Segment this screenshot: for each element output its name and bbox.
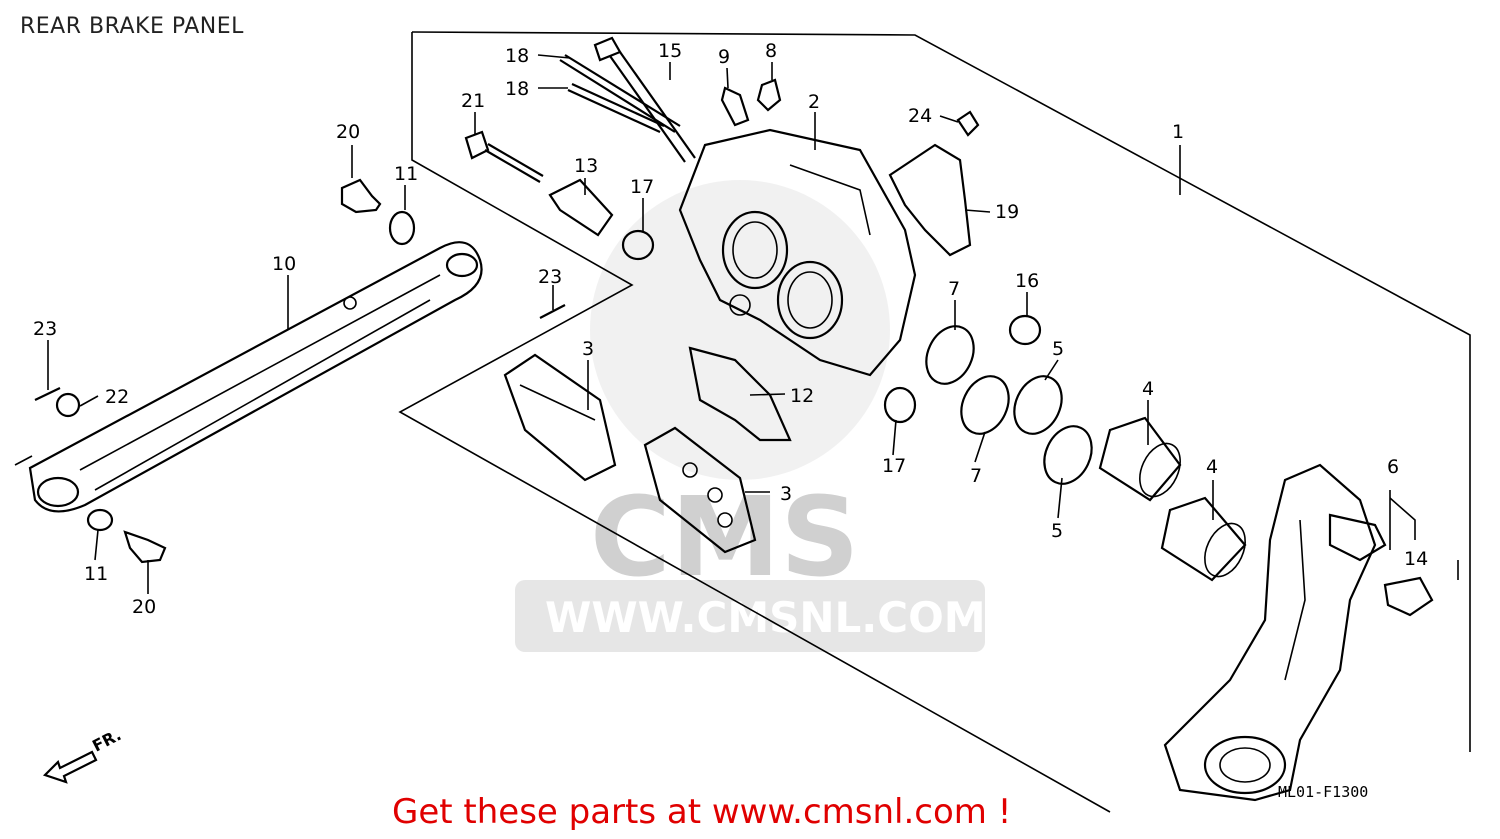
label-part-15: 15 bbox=[658, 40, 682, 62]
buy-parts-link[interactable]: Get these parts at www.cmsnl.com ! bbox=[392, 792, 1012, 832]
label-part-8: 8 bbox=[765, 40, 777, 62]
bolts-and-collars bbox=[86, 178, 416, 564]
label-part-2: 2 bbox=[808, 91, 820, 113]
sleeve-and-boots bbox=[548, 178, 1042, 424]
seals-and-pistons bbox=[925, 325, 1247, 582]
label-part-20a: 20 bbox=[336, 121, 360, 143]
label-part-6: 6 bbox=[1387, 456, 1399, 478]
pins-and-bolts bbox=[464, 36, 696, 183]
brake-pads-part bbox=[503, 346, 792, 554]
label-part-18a: 18 bbox=[505, 45, 529, 67]
watermark: CMS WWW.CMSNL.COM bbox=[515, 180, 986, 652]
pad-retainer-plate bbox=[888, 143, 972, 257]
watermark-brand: CMS bbox=[590, 473, 859, 601]
caliper-body-part bbox=[678, 128, 917, 377]
label-part-13: 13 bbox=[574, 155, 598, 177]
label-part-24: 24 bbox=[908, 105, 932, 127]
label-part-9: 9 bbox=[718, 46, 730, 68]
label-part-12: 12 bbox=[790, 385, 814, 407]
label-part-5b: 5 bbox=[1051, 520, 1063, 542]
drawing-code: ML01-F1300 bbox=[1278, 783, 1368, 801]
label-part-21: 21 bbox=[461, 90, 485, 112]
label-part-3a: 3 bbox=[582, 338, 594, 360]
label-part-14: 14 bbox=[1404, 548, 1428, 570]
label-part-7a: 7 bbox=[948, 278, 960, 300]
label-part-18b: 18 bbox=[505, 78, 529, 100]
label-part-10: 10 bbox=[272, 253, 296, 275]
label-part-17b: 17 bbox=[882, 455, 906, 477]
brake-panel-part bbox=[1163, 463, 1434, 802]
label-part-20b: 20 bbox=[132, 596, 156, 618]
label-part-4b: 4 bbox=[1206, 456, 1218, 478]
cotter-pins-and-collar bbox=[34, 304, 566, 418]
label-part-19: 19 bbox=[995, 201, 1019, 223]
bleeder-and-pin-clip bbox=[720, 78, 980, 137]
label-part-23b: 23 bbox=[33, 318, 57, 340]
page-title: REAR BRAKE PANEL bbox=[20, 14, 244, 39]
label-part-11a: 11 bbox=[394, 163, 418, 185]
label-part-3b: 3 bbox=[780, 483, 792, 505]
label-part-16: 16 bbox=[1015, 270, 1039, 292]
callout-labels: 1 2 3 3 4 4 5 5 6 7 7 8 9 10 11 11 12 13… bbox=[33, 40, 1428, 618]
label-part-5a: 5 bbox=[1052, 338, 1064, 360]
front-direction-indicator: FR. bbox=[42, 725, 124, 784]
label-part-22: 22 bbox=[105, 386, 129, 408]
label-part-7b: 7 bbox=[970, 465, 982, 487]
label-part-11b: 11 bbox=[84, 563, 108, 585]
assembly-frame bbox=[398, 31, 1471, 813]
direction-label: FR. bbox=[89, 725, 124, 755]
label-part-4a: 4 bbox=[1142, 378, 1154, 400]
label-part-1: 1 bbox=[1172, 121, 1184, 143]
leader-lines bbox=[47, 54, 1459, 594]
label-part-17a: 17 bbox=[630, 176, 654, 198]
torque-rod-part bbox=[14, 241, 483, 513]
label-part-23a: 23 bbox=[538, 266, 562, 288]
